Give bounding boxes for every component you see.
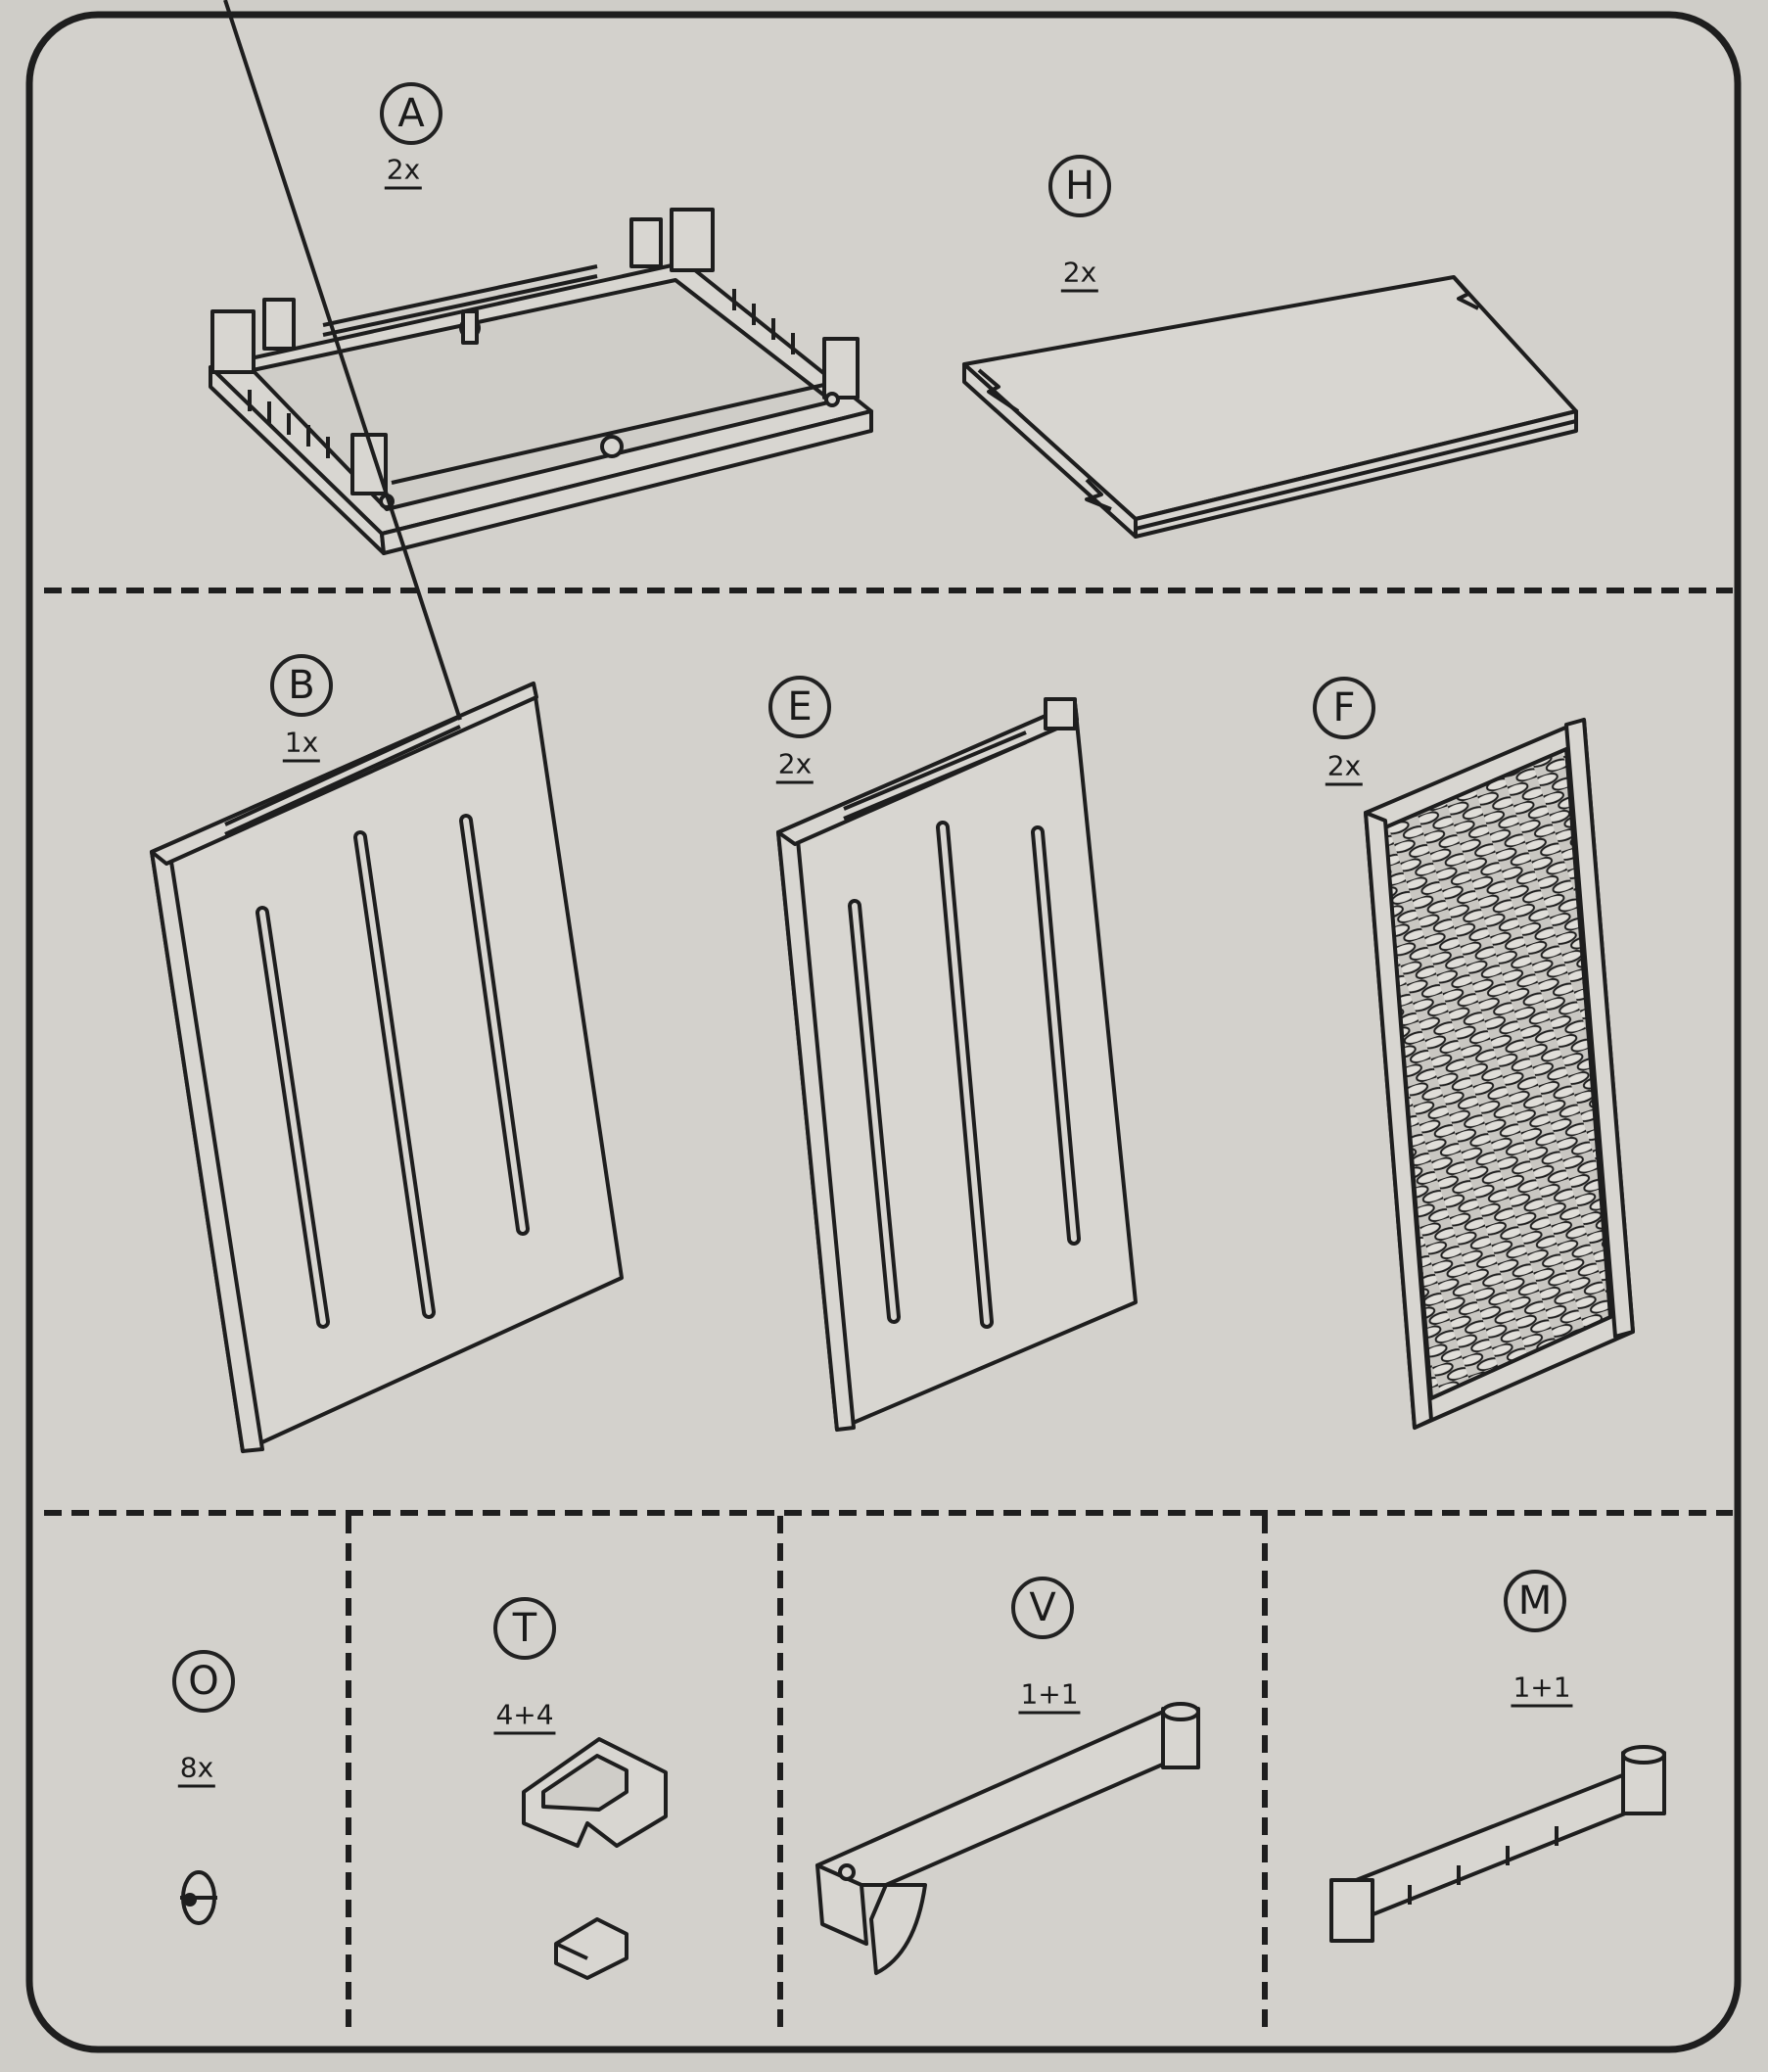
part-h-label: H <box>1048 155 1111 217</box>
part-f-quantity: 2x <box>1325 750 1364 786</box>
part-v-quantity: 1+1 <box>1018 1678 1081 1715</box>
part-f-drawing <box>1364 718 1635 1430</box>
part-v-drawing <box>815 1702 1200 1975</box>
part-b-label: B <box>270 654 333 717</box>
part-e-label: E <box>768 676 831 738</box>
part-e-drawing <box>776 697 1138 1432</box>
part-b-drawing <box>150 0 624 1453</box>
part-o-label: O <box>172 1650 235 1713</box>
part-t-label: T <box>493 1597 556 1660</box>
part-o-drawing <box>180 1870 217 1925</box>
part-m-quantity: 1+1 <box>1511 1672 1573 1708</box>
part-t-drawing <box>522 1737 668 1980</box>
part-f-label: F <box>1313 677 1375 739</box>
part-a-quantity: 2x <box>384 154 423 190</box>
part-m-label: M <box>1504 1570 1566 1632</box>
part-h-drawing <box>962 275 1578 539</box>
part-a-label: A <box>380 82 442 145</box>
part-m-drawing <box>1329 1745 1666 1943</box>
part-o-quantity: 8x <box>177 1752 216 1788</box>
part-a-drawing <box>209 208 873 555</box>
part-e-quantity: 2x <box>775 748 814 784</box>
part-h-quantity: 2x <box>1060 257 1099 293</box>
part-t-quantity: 4+4 <box>493 1699 556 1735</box>
part-b-quantity: 1x <box>282 727 321 763</box>
part-v-label: V <box>1011 1577 1074 1639</box>
